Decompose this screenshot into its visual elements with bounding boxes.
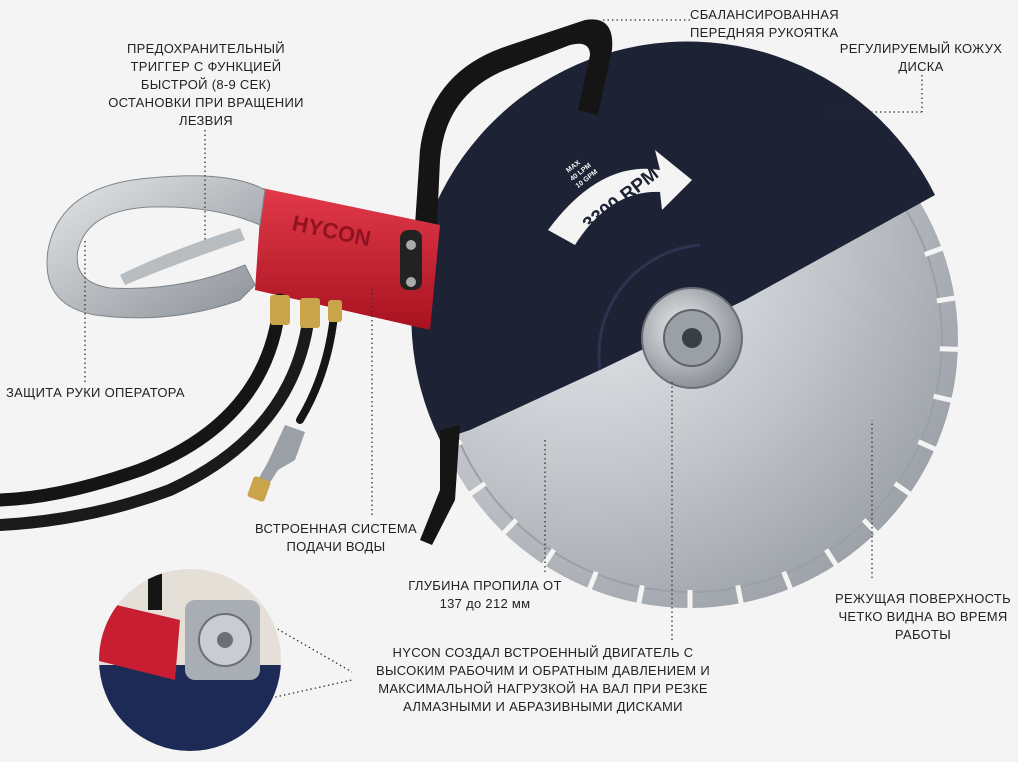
label-motor-line3: МАКСИМАЛЬНОЙ НАГРУЗКОЙ НА ВАЛ ПРИ РЕЗКЕ: [378, 681, 708, 696]
blade-segment-gap: [824, 548, 841, 570]
label-safety-trigger-line1: ПРЕДОХРАНИТЕЛЬНЫЙ: [127, 41, 285, 56]
label-safety-trigger: ПРЕДОХРАНИТЕЛЬНЫЙ ТРИГГЕР С ФУНКЦИЕЙ БЫС…: [96, 40, 316, 130]
label-motor-line1: HYCON СОЗДАЛ ВСТРОЕННЫЙ ДВИГАТЕЛЬ С: [392, 645, 694, 660]
label-safety-trigger-line3: БЫСТРОЙ (8-9 СЕК): [140, 77, 272, 92]
label-safety-trigger-line4: ОСТАНОВКИ ПРИ ВРАЩЕНИИ: [108, 95, 304, 110]
blade-segment-gap: [539, 548, 556, 570]
label-cut-depth-line2: 137 до 212 мм: [439, 596, 531, 611]
blade-segment-gap: [585, 570, 599, 594]
label-cutting-surface-line1: РЕЖУЩАЯ ПОВЕРХНОСТЬ: [835, 591, 1011, 606]
label-motor-line2: ВЫСОКИМ РАБОЧИМ И ОБРАТНЫМ ДАВЛЕНИЕМ И: [375, 663, 710, 678]
rotation-arrow-icon: [548, 150, 692, 245]
label-water-system-line2: ПОДАЧИ ВОДЫ: [286, 539, 386, 554]
blade-segment-gap: [499, 518, 519, 538]
blade-segment-gap: [924, 244, 947, 257]
label-cutting-surface: РЕЖУЩАЯ ПОВЕРХНОСТЬ ЧЕТКО ВИДНА ВО ВРЕМЯ…: [828, 590, 1018, 644]
label-cutting-surface-line2: ЧЕТКО ВИДНА ВО ВРЕМЯ: [838, 609, 1008, 624]
safety-trigger: [120, 228, 245, 285]
blade-segment-gap: [735, 584, 745, 608]
guard-lever: [420, 425, 460, 545]
label-safety-trigger-line5: ЛЕЗВИЯ: [179, 113, 233, 128]
motor-inset-photo: [97, 567, 283, 753]
leader-lines: [84, 19, 923, 701]
label-front-handle-line1: СБАЛАНСИРОВАННАЯ: [690, 7, 839, 22]
hydraulic-hoses: [0, 293, 339, 531]
blade-segments: [440, 244, 962, 612]
label-cutting-surface-line3: РАБОТЫ: [894, 627, 952, 642]
label-hand-guard: ЗАЩИТА РУКИ ОПЕРАТОРА: [6, 384, 185, 402]
label-blade-guard: РЕГУЛИРУЕМЫЙ КОЖУХ ДИСКА: [826, 40, 1016, 76]
motor-housing: HYCON: [255, 188, 440, 330]
blade-segment-gap: [465, 481, 487, 499]
blade-segment-gap: [781, 570, 795, 594]
label-cut-depth-line1: ГЛУБИНА ПРОПИЛА ОТ: [408, 578, 562, 593]
label-water-system: ВСТРОЕННАЯ СИСТЕМА ПОДАЧИ ВОДЫ: [250, 520, 422, 556]
label-hand-guard-line1: ЗАЩИТА РУКИ ОПЕРАТОРА: [6, 385, 185, 400]
blade-guard: [411, 41, 935, 441]
hose-fittings: [247, 295, 342, 502]
label-motor: HYCON СОЗДАЛ ВСТРОЕННЫЙ ДВИГАТЕЛЬ С ВЫСО…: [358, 644, 728, 716]
blade-segment-gap: [939, 346, 962, 352]
label-blade-guard-line1: РЕГУЛИРУЕМЫЙ КОЖУХ: [839, 41, 1003, 56]
label-motor-line4: АЛМАЗНЫМИ И АБРАЗИВНЫМИ ДИСКАМИ: [403, 699, 683, 714]
blade-segment-gap: [933, 393, 956, 404]
rear-handle: [46, 175, 266, 319]
label-blade-guard-line2: ДИСКА: [898, 59, 944, 74]
blade-segment-gap: [861, 518, 881, 538]
blade-hub: [641, 287, 743, 389]
label-cut-depth: ГЛУБИНА ПРОПИЛА ОТ 137 до 212 мм: [400, 577, 570, 613]
blade-segment-gap: [936, 294, 960, 304]
blade-segment-gap: [635, 584, 645, 608]
label-front-handle-line2: ПЕРЕДНЯЯ РУКОЯТКА: [690, 25, 839, 40]
front-handle: [415, 19, 613, 225]
blade-segment-gap: [893, 481, 915, 499]
label-safety-trigger-line2: ТРИГГЕР С ФУНКЦИЕЙ: [130, 59, 282, 74]
blade-segment-gap: [917, 439, 940, 453]
label-front-handle: СБАЛАНСИРОВАННАЯ ПЕРЕДНЯЯ РУКОЯТКА: [690, 6, 839, 42]
label-water-system-line1: ВСТРОЕННАЯ СИСТЕМА: [255, 521, 417, 536]
